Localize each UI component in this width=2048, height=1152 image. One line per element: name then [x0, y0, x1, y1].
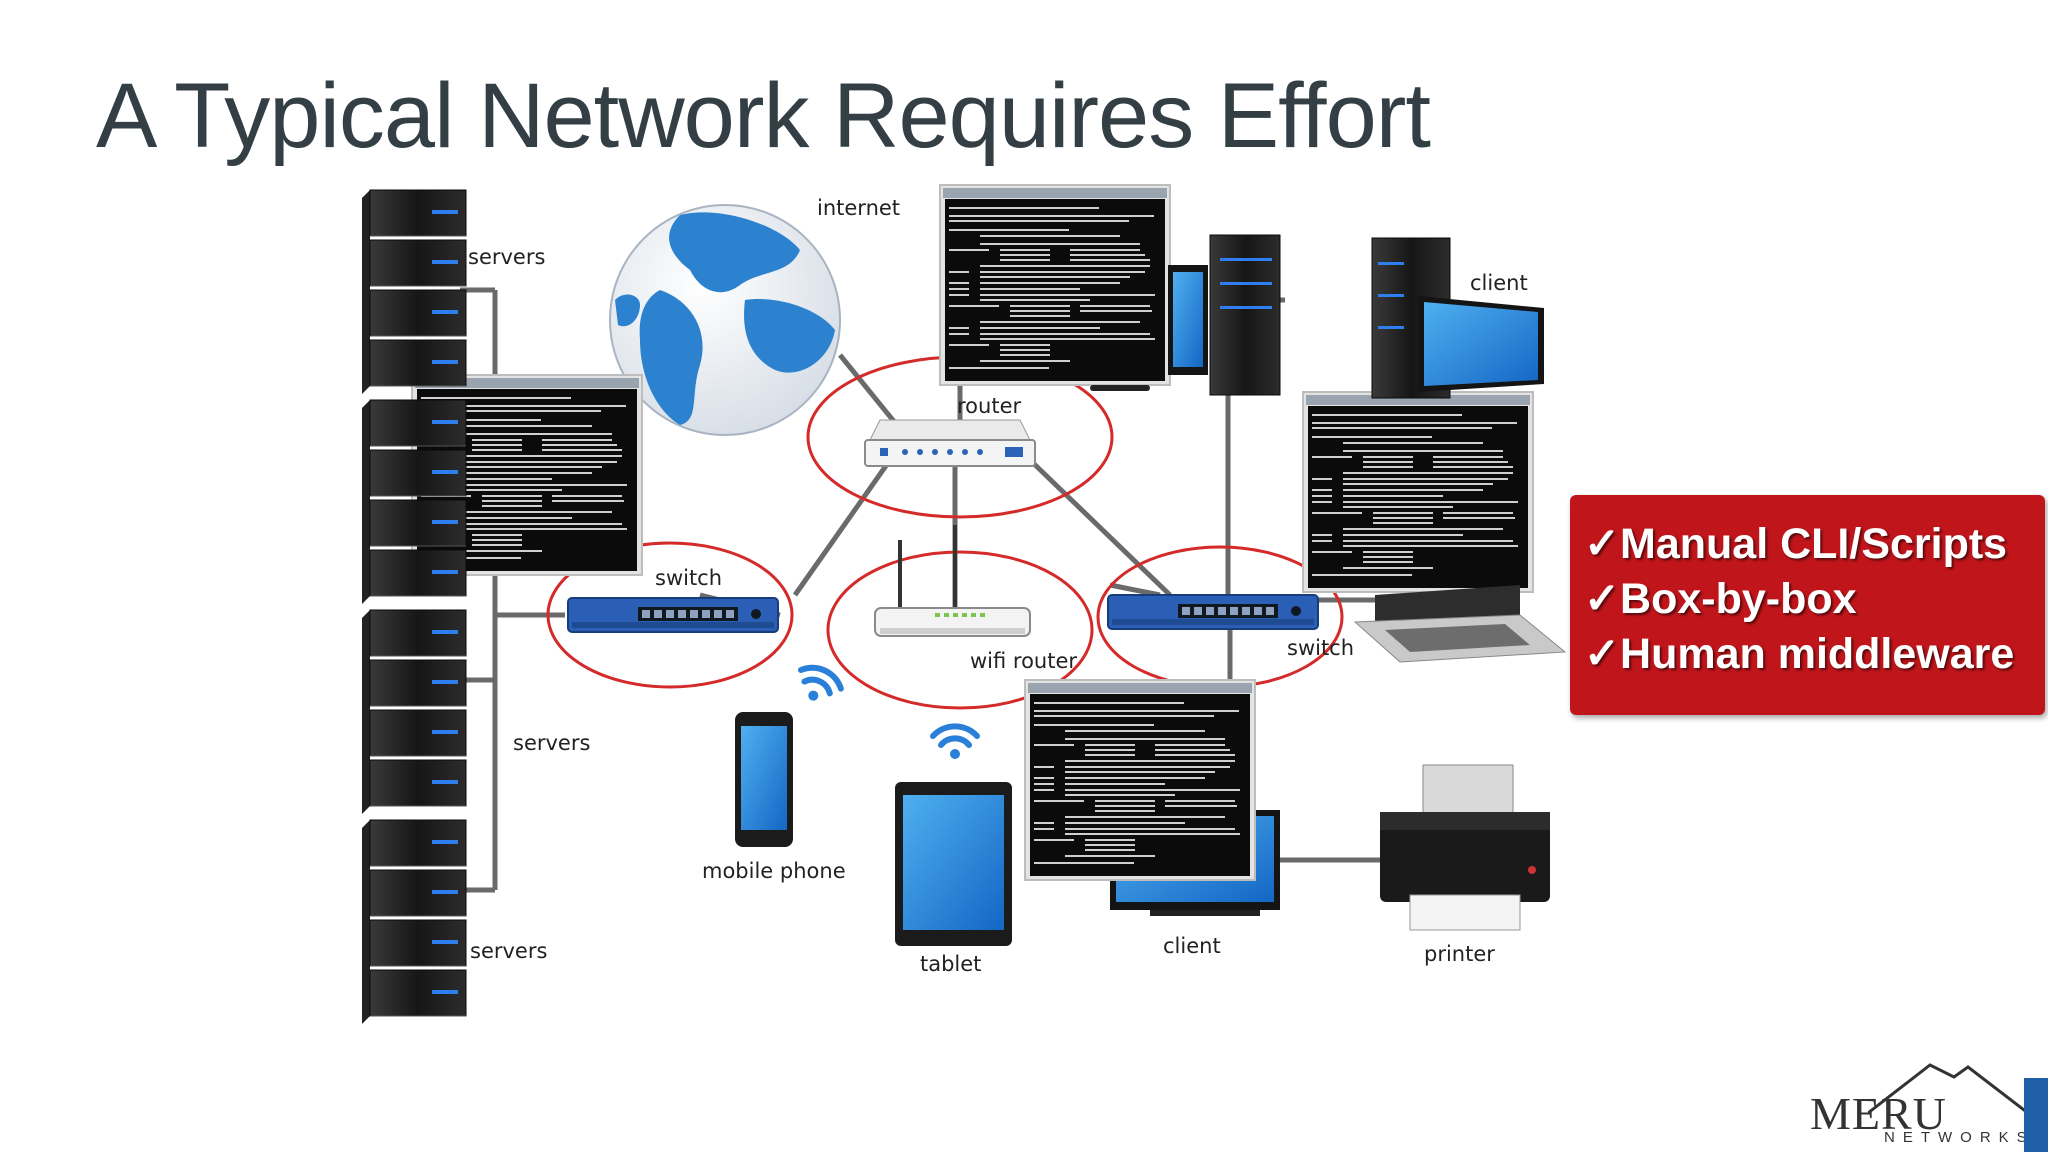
label-servers-mid: servers [513, 731, 590, 755]
server-rack-3-icon [362, 610, 466, 814]
server-rack-1-icon [362, 190, 466, 394]
label-tablet: tablet [920, 952, 981, 976]
monitor-icon [1090, 265, 1208, 391]
tablet-icon [895, 782, 1012, 946]
meru-networks-logo: MERU NETWORKS [1808, 1055, 2038, 1150]
label-internet: internet [817, 196, 900, 220]
callout-item-box-by-box: ✓Box-by-box [1584, 575, 1857, 623]
label-printer: printer [1424, 942, 1495, 966]
mountain-logo-icon [1868, 1063, 2028, 1115]
slide-title: A Typical Network Requires Effort [96, 65, 1431, 167]
logo-wordmark: MERU [1810, 1088, 1947, 1139]
cli-window-right [1302, 391, 1534, 593]
printer-icon [1380, 764, 1550, 931]
check-icon: ✓ [1584, 575, 1621, 623]
logo-accent-bar [2024, 1078, 2048, 1152]
switch-right-icon [1107, 594, 1319, 630]
switch-left-icon [567, 597, 779, 633]
label-router: router [957, 394, 1021, 418]
logo-subtext: NETWORKS [1884, 1129, 2035, 1146]
client-top-icon [1371, 237, 1544, 399]
label-client-top: client [1470, 271, 1528, 295]
label-switch-right: switch [1287, 636, 1354, 660]
wifi-router-icon [874, 525, 1031, 637]
check-icon: ✓ [1584, 630, 1621, 678]
router-icon [864, 419, 1036, 467]
laptop-icon [1353, 585, 1567, 663]
label-client-bottom: client [1163, 934, 1221, 958]
check-icon: ✓ [1584, 520, 1621, 568]
callout-item-manual-cli: ✓Manual CLI/Scripts [1584, 520, 2008, 568]
label-switch-left: switch [655, 566, 722, 590]
label-mobile-phone: mobile phone [702, 859, 846, 883]
label-wifi-router: wifi router [970, 649, 1077, 673]
cli-window-top-center [939, 184, 1171, 386]
globe-icon [609, 204, 841, 436]
callout-item-human-middleware: ✓Human middleware [1584, 630, 2015, 678]
wifi-signal-icon [791, 661, 845, 709]
cli-window-bottom [1024, 679, 1256, 881]
server-rack-4-icon [362, 820, 466, 1024]
effort-callout-box: ✓Manual CLI/Scripts ✓Box-by-box ✓Human m… [1570, 495, 2045, 715]
wifi-signal-icon [933, 726, 977, 759]
server-rack-2-icon [362, 400, 466, 604]
label-servers-top: servers [468, 245, 545, 269]
mobile-phone-icon [735, 712, 793, 847]
client-tower-icon [1209, 234, 1281, 396]
label-servers-bottom: servers [470, 939, 547, 963]
